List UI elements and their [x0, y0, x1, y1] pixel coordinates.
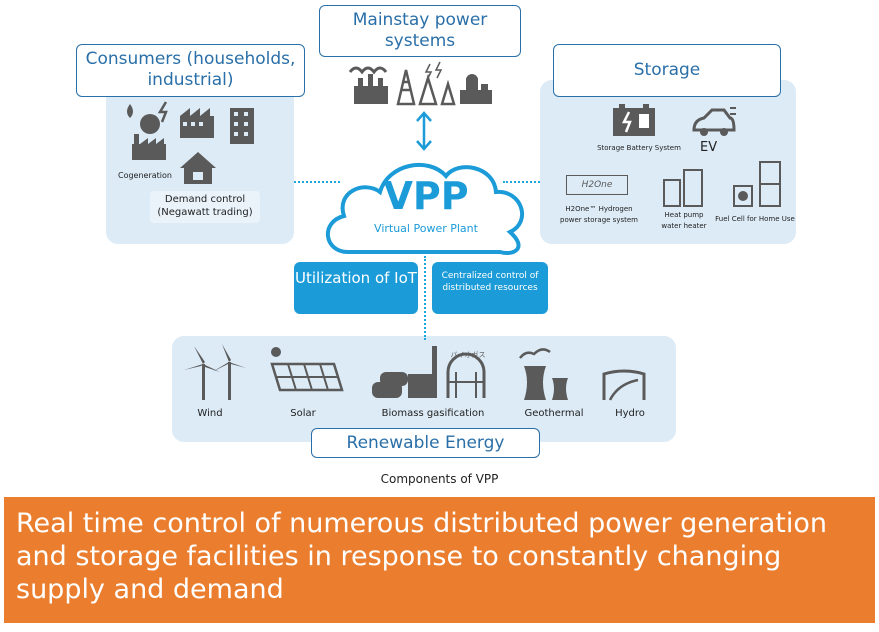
- demand-control-box: Demand control (Negawatt trading): [150, 191, 260, 223]
- vpp-title: VPP: [383, 174, 469, 218]
- mainstay-label: Mainstay power systems: [319, 5, 521, 57]
- heat-pump-icon: [663, 169, 703, 207]
- power-plant-icons: [348, 61, 492, 106]
- connector-down: [424, 256, 426, 340]
- storage-battery-icon: [613, 104, 655, 136]
- cogeneration-label: Cogeneration: [118, 171, 172, 180]
- diagram-caption: Components of VPP: [380, 472, 499, 486]
- h2one-label: H2One™ Hydrogen power storage system: [560, 205, 638, 224]
- bidirectional-arrow: [416, 111, 432, 151]
- storage-panel: [540, 80, 796, 244]
- storage-battery-label: Storage Battery System: [597, 144, 681, 152]
- renewable-item-solar: Solar: [290, 408, 316, 419]
- renewable-icons: [184, 344, 646, 401]
- consumer-icons: [127, 101, 254, 184]
- fuel-cell-label: Fuel Cell for Home Use: [715, 215, 795, 223]
- renewable-item-geothermal: Geothermal: [524, 408, 584, 419]
- centralized-control-box: Centralized control of distributed resou…: [432, 262, 548, 314]
- summary-banner: Real time control of numerous distribute…: [4, 497, 875, 623]
- h2one-logo: H2One: [566, 175, 628, 195]
- ev-icon: [692, 107, 736, 136]
- renewable-item-hydro: Hydro: [615, 408, 645, 419]
- vpp-subtitle: Virtual Power Plant: [374, 222, 478, 235]
- connector-right: [503, 181, 540, 183]
- iot-box: Utilization of IoT: [294, 262, 418, 314]
- fuel-cell-icon: [733, 161, 781, 207]
- renewable-label: Renewable Energy: [311, 428, 540, 458]
- biogas-sign: バイオガス: [450, 351, 486, 359]
- consumers-label: Consumers (households, industrial): [76, 44, 305, 97]
- heat-pump-label: Heat pump water heater: [661, 211, 707, 230]
- renewable-item-biomass: Biomass gasification: [381, 408, 485, 419]
- ev-label: EV: [700, 140, 718, 155]
- vpp-cloud: [325, 162, 525, 255]
- storage-label: Storage: [553, 44, 781, 97]
- connector-left: [294, 181, 340, 183]
- renewable-item-wind: Wind: [197, 408, 223, 419]
